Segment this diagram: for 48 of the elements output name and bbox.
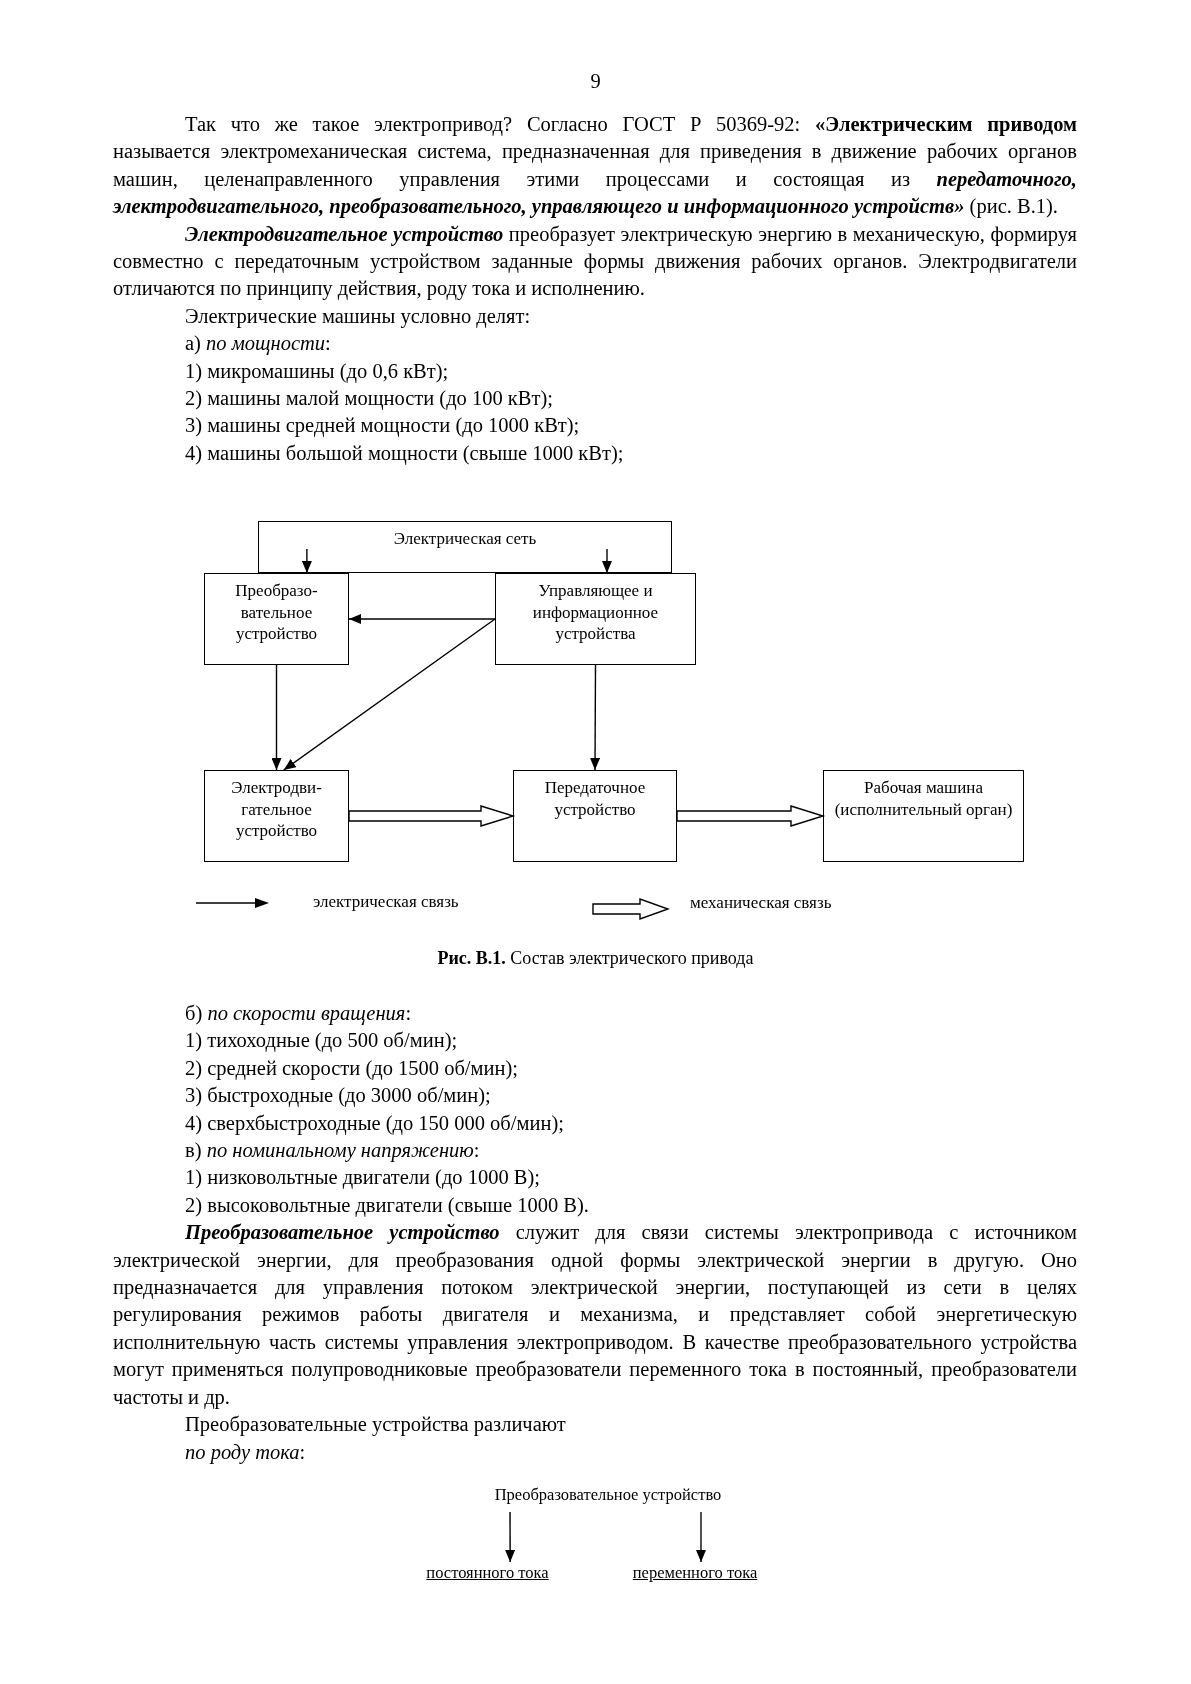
- paragraph: Преобразовательное устройство служит для связи системы электропривода с источником электрической энергии, для преобразования одной формы электрической энергии в другую. Оно предназначается для управления потоком электрической энергии, поступающей из сети в целях регулирования режимов работы двигателя и механизма, и представляет собой энергетическую исполнительную часть системы управления электроприводом. В качестве преобразовательного устройства могут применяться полупроводниковые преобразователи переменного тока в постоянный, преобразователи частоты и др.: [113, 1220, 1077, 1411]
- arrow: [590, 664, 601, 771]
- list-item: 2) средней скорости (до 1500 об/мин);: [184, 1055, 519, 1082]
- paragraph: Так что же такое электропривод? Согласно ГОСТ Р 50369-92: «Электрическим приводом называется электромеханическая система, предназначенная для приведения в движение рабочих органов машин, целенаправленного управления этими процессами и состоящая из передаточного, электродвигательного, преобразовательного, управляющего и информационного устройств» (рис. В.1).: [113, 112, 1077, 220]
- arrow: [348, 614, 496, 624]
- figure-caption: Рис. В.1. Состав электрического привода: [436, 948, 755, 969]
- process-box: [204, 770, 349, 862]
- box-label: Передаточное устройство: [543, 777, 647, 820]
- process-box: [495, 573, 696, 665]
- list-item: по роду тока:: [184, 1439, 307, 1466]
- list-item: в) по номинальному напряжению:: [184, 1138, 481, 1164]
- list-item: 1) низковольтные двигатели (до 1000 В);: [184, 1165, 542, 1191]
- box-label: Электрическая сеть: [392, 528, 538, 550]
- arrow: [301, 548, 312, 574]
- box-label: Преобразо- вательное устройство: [234, 580, 319, 645]
- list-item: Электрические машины условно делят:: [184, 303, 532, 330]
- list-item: 2) машины малой мощности (до 100 кВт);: [184, 386, 554, 412]
- list-item: а) по мощности:: [184, 331, 332, 357]
- list-item: 3) машины средней мощности (до 1000 кВт);: [184, 413, 581, 439]
- paragraph: Электродвигательное устройство преобразует электрическую энергию в механическую, формируя совместно с передаточным устройством заданные формы движения рабочих органов. Электродвигатели отличаются по принципу действия, роду тока и исполнению.: [113, 221, 1077, 302]
- process-box: [258, 521, 672, 573]
- box-label: Рабочая машина (исполнительный орган): [833, 777, 1014, 820]
- arrow: [696, 1511, 706, 1563]
- mechanical-link-arrow: [676, 805, 826, 827]
- mechanical-link-arrow: [348, 805, 516, 827]
- underlined-label: переменного тока: [620, 1562, 770, 1585]
- process-box: [513, 770, 677, 862]
- text-label: Преобразовательное устройство: [470, 1484, 746, 1506]
- arrow: [283, 618, 496, 771]
- list-item: 1) микромашины (до 0,6 кВт);: [184, 358, 450, 385]
- legend-label: электрическая связь: [313, 892, 459, 912]
- list-item: 2) высоковольтные двигатели (свыше 1000 В).: [184, 1192, 590, 1219]
- process-box: [204, 573, 349, 665]
- legend-label: механическая связь: [690, 893, 832, 913]
- list-item: б) по скорости вращения:: [184, 1001, 413, 1027]
- list-item: 3) быстроходные (до 3000 об/мин);: [184, 1083, 492, 1109]
- list-item: 1) тихоходные (до 500 об/мин);: [184, 1028, 459, 1054]
- arrow: [505, 1511, 516, 1563]
- list-item: Преобразовательные устройства различают: [184, 1412, 567, 1438]
- underlined-label: постоянного тока: [412, 1562, 563, 1585]
- arrow: [271, 664, 282, 771]
- process-box: [823, 770, 1024, 862]
- box-label: Электродви- гательное устройство: [230, 777, 323, 842]
- arrow: [602, 548, 612, 574]
- list-item: 4) сверхбыстроходные (до 150 000 об/мин);: [184, 1110, 565, 1137]
- list-item: 4) машины большой мощности (свыше 1000 кВт);: [184, 440, 625, 467]
- page-number: 9: [589, 70, 602, 93]
- box-label: Управляющее и информационное устройства: [531, 580, 660, 645]
